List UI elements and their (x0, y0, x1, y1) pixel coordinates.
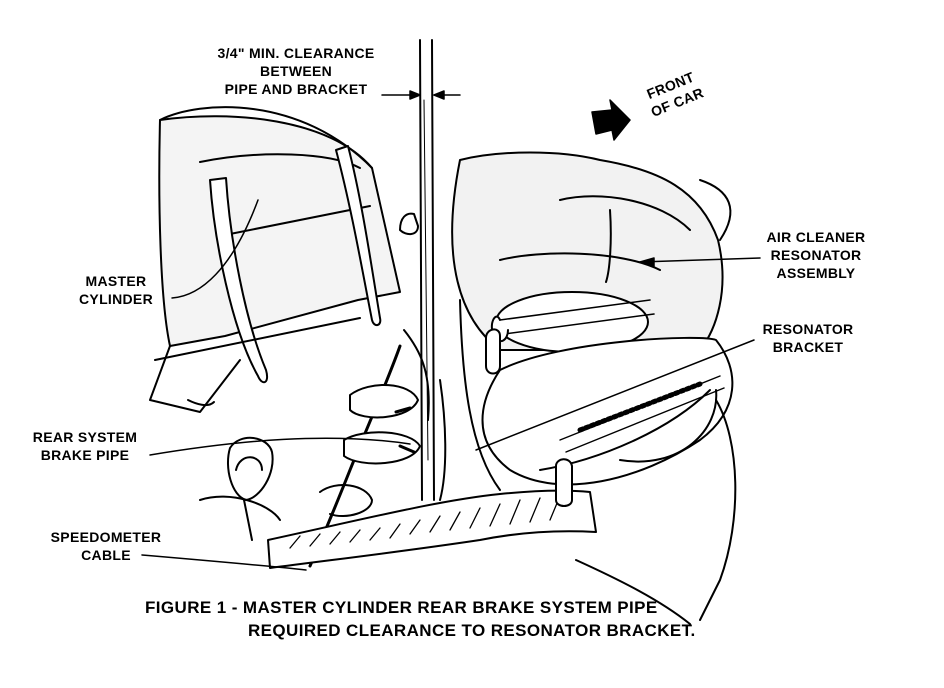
air-cleaner-label: AIR CLEANER RESONATOR ASSEMBLY (756, 228, 876, 282)
speedometer-cable (267, 489, 597, 569)
master-cylinder (149, 106, 419, 413)
air-cleaner-label-line: RESONATOR (770, 247, 862, 263)
clearance-dimension-arrows (381, 90, 461, 100)
clearance-label-line: 3/4" MIN. CLEARANCE (217, 45, 375, 61)
clearance-label-line: BETWEEN (259, 63, 333, 79)
body-panel (575, 399, 737, 625)
speedometer-cable-label-line: CABLE (81, 547, 131, 563)
master-cylinder-label: MASTER CYLINDER (56, 272, 176, 308)
master-cylinder-label-line: CYLINDER (79, 291, 153, 307)
engine-lower-details (199, 299, 501, 541)
master-cylinder-label-line: MASTER (85, 273, 147, 289)
rear-system-brake-pipe-label: REAR SYSTEM BRAKE PIPE (20, 428, 150, 464)
speedometer-cable-label-line: SPEEDOMETER (50, 529, 162, 545)
air-cleaner-label-line: ASSEMBLY (776, 265, 856, 281)
leader-lines (141, 199, 761, 571)
air-cleaner-resonator (451, 151, 734, 507)
rear-system-brake-pipe-label-line: BRAKE PIPE (40, 447, 130, 463)
resonator-bracket-label: RESONATOR BRACKET (748, 320, 868, 356)
resonator-bracket-label-line: BRACKET (772, 339, 844, 355)
clearance-label-line: PIPE AND BRACKET (224, 81, 368, 97)
figure-caption-line-1: FIGURE 1 - MASTER CYLINDER REAR BRAKE SY… (145, 598, 658, 617)
front-arrow-icon (591, 99, 631, 141)
clearance-label: 3/4" MIN. CLEARANCE BETWEEN PIPE AND BRA… (196, 44, 396, 98)
air-cleaner-label-line: AIR CLEANER (766, 229, 866, 245)
rear-system-brake-pipe (308, 39, 435, 568)
rear-system-brake-pipe-label-line: REAR SYSTEM (32, 429, 138, 445)
figure-caption-line-2: REQUIRED CLEARANCE TO RESONATOR BRACKET. (248, 621, 696, 640)
speedometer-cable-label: SPEEDOMETER CABLE (36, 528, 176, 564)
resonator-bracket-label-line: RESONATOR (762, 321, 854, 337)
